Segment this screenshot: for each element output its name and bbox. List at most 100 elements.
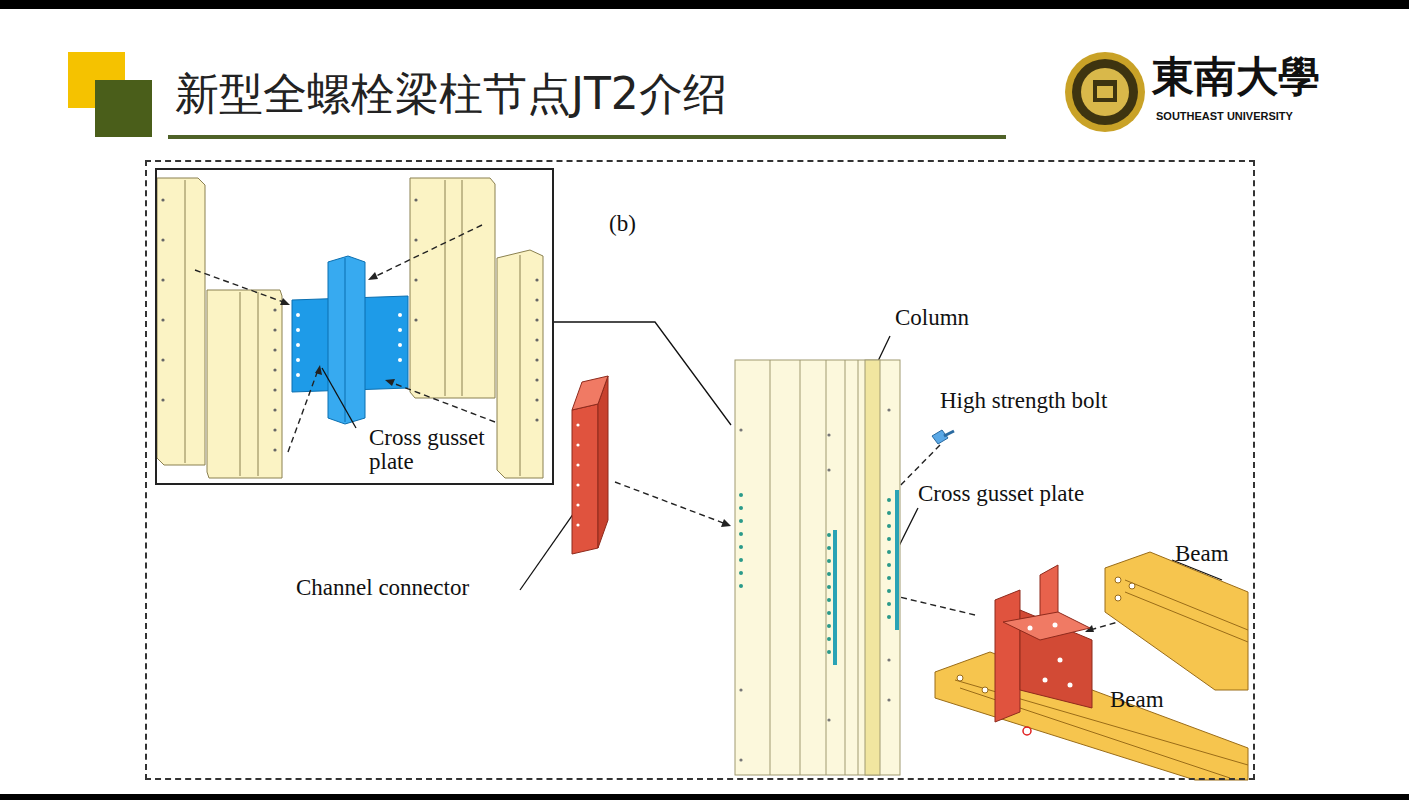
- inset-parts: [410, 178, 495, 398]
- column: [827, 611, 831, 615]
- part-label: Cross gusset plate: [918, 481, 1084, 506]
- part-label: Channel connector: [296, 575, 469, 600]
- arrow-heads: [385, 379, 395, 386]
- column: [827, 598, 831, 602]
- leader-lines: [322, 368, 356, 428]
- inset-parts: [161, 398, 164, 401]
- figure-tag: (b): [609, 212, 636, 236]
- column: [887, 602, 891, 606]
- inset-parts: [535, 318, 538, 321]
- column: [833, 530, 837, 665]
- part-label: Beam: [1175, 541, 1229, 566]
- inset-parts: [185, 180, 186, 463]
- university-logo: [1072, 59, 1138, 125]
- column: [827, 650, 831, 654]
- column: [887, 408, 890, 411]
- inset-parts: [414, 198, 417, 201]
- column: [739, 493, 743, 497]
- column: [887, 576, 891, 580]
- column: [739, 571, 743, 575]
- inset-parts: [273, 348, 276, 351]
- beams: [1023, 727, 1031, 735]
- beams: [1115, 595, 1121, 601]
- column: [887, 537, 891, 541]
- channel-connector: [576, 423, 579, 426]
- inset-parts: [398, 343, 402, 347]
- column: [739, 532, 743, 536]
- assembly-arrows: [390, 382, 495, 422]
- bolt: [932, 430, 948, 444]
- column: [739, 545, 743, 549]
- title-decoration: [95, 80, 152, 137]
- column: [887, 524, 891, 528]
- inset-parts: [414, 318, 417, 321]
- inset-parts: [535, 298, 538, 301]
- column: [845, 360, 846, 775]
- assembly-arrows: [288, 370, 318, 452]
- figure-frame: (b) Cross gusset plate: [145, 160, 1255, 780]
- column: [827, 624, 831, 628]
- inset-parts: [296, 328, 300, 332]
- university-logo: [1065, 52, 1145, 132]
- arrow-heads: [315, 365, 322, 375]
- beam-connector: [1053, 623, 1058, 628]
- column: [800, 360, 801, 775]
- channel-connector: [572, 376, 608, 410]
- column: [887, 658, 890, 661]
- inset-parts: [258, 292, 259, 476]
- inset-parts: [240, 292, 241, 476]
- column: [887, 511, 891, 515]
- channel-connector: [576, 443, 579, 446]
- column: [887, 615, 891, 619]
- column: [865, 360, 880, 775]
- part-label: Beam: [1110, 687, 1164, 712]
- university-logo: [1097, 86, 1113, 98]
- assembly-arrows: [615, 482, 726, 524]
- inset-parts: [161, 198, 538, 451]
- inset-parts: [497, 250, 543, 478]
- beam-connector: [1068, 683, 1073, 688]
- column: [739, 506, 743, 510]
- inset-parts: [414, 238, 417, 241]
- inset-parts: [207, 290, 282, 478]
- beams: [1115, 577, 1121, 583]
- inset-parts: [296, 313, 402, 377]
- column: [827, 533, 831, 537]
- arrow-heads: [280, 272, 1094, 684]
- inset-parts: [414, 278, 417, 281]
- inset-parts: [157, 178, 205, 465]
- column: [739, 758, 742, 761]
- inset-parts: [535, 278, 538, 281]
- column: [827, 433, 830, 436]
- column: [827, 637, 831, 641]
- leader-lines: [898, 508, 918, 548]
- inset-parts: [273, 428, 276, 431]
- channel-connector: [576, 503, 579, 506]
- inset-parts: [520, 255, 521, 476]
- column: [739, 493, 891, 654]
- column: [735, 360, 900, 775]
- beams: [1125, 592, 1248, 642]
- beam-connector: [1058, 658, 1063, 663]
- beams: [1129, 583, 1135, 589]
- bolt: [944, 431, 954, 436]
- column: [735, 360, 900, 775]
- column: [887, 589, 891, 593]
- inset-parts: [273, 388, 276, 391]
- inset-parts: [445, 180, 446, 396]
- bolt: [932, 430, 954, 444]
- column: [739, 688, 742, 691]
- beams: [982, 687, 988, 693]
- column: [826, 360, 827, 775]
- column: [770, 360, 771, 775]
- beam-connector: [995, 565, 1092, 722]
- assembly-arrows: [195, 270, 286, 303]
- inset-parts: [535, 418, 538, 421]
- column: [739, 519, 743, 523]
- column: [827, 559, 831, 563]
- logo-text: SOUTHEAST UNIVERSITY: [1156, 110, 1293, 122]
- column: [895, 490, 899, 630]
- channel-connector: [576, 463, 579, 466]
- column: [827, 546, 831, 550]
